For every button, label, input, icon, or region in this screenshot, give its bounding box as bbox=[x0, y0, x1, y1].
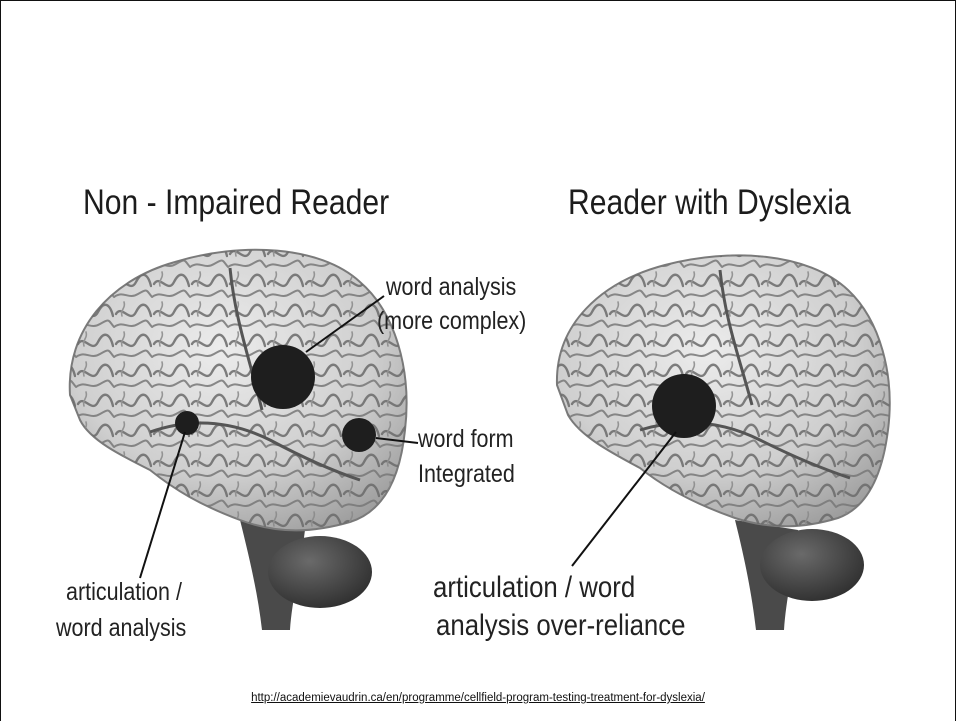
title-reader-with-dyslexia: Reader with Dyslexia bbox=[568, 183, 851, 223]
marker-articulation-left bbox=[175, 411, 199, 435]
label-articulation-left-sub: word analysis bbox=[56, 612, 186, 644]
label-dyslexia-articulation-sub: analysis over-reliance bbox=[436, 607, 686, 645]
label-dyslexia-articulation: articulation / word bbox=[433, 569, 635, 607]
source-link[interactable]: http://academievaudrin.ca/en/programme/c… bbox=[0, 692, 956, 704]
marker-word-form bbox=[342, 418, 376, 452]
label-word-analysis: word analysis bbox=[386, 271, 516, 303]
label-word-form: word form bbox=[418, 423, 514, 455]
label-word-form-sub: Integrated bbox=[418, 458, 515, 490]
title-non-impaired-reader: Non - Impaired Reader bbox=[83, 183, 389, 223]
marker-dyslexia bbox=[652, 374, 716, 438]
label-articulation-left: articulation / bbox=[66, 576, 182, 608]
left-cerebellum bbox=[268, 536, 372, 608]
right-cerebellum bbox=[760, 529, 864, 601]
label-word-analysis-sub: (more complex) bbox=[377, 305, 526, 337]
marker-word-analysis bbox=[251, 345, 315, 409]
